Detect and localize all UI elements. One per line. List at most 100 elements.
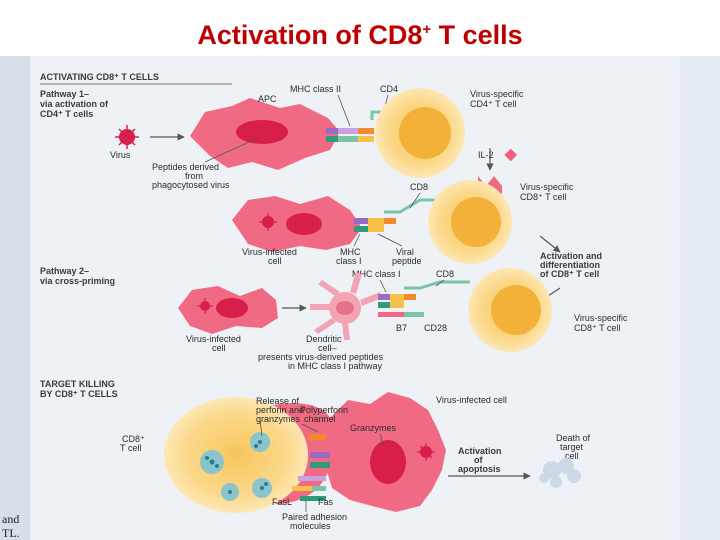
virus-specific-cd8-label-line2: CD8⁺ T cell [520,192,566,202]
cd8-top-label: CD8 [410,182,428,192]
slide-title-superscript: + [422,21,432,38]
pathway2-label-line2: via cross-priming [40,276,115,286]
virus-infected-1-label-line2: cell [268,256,282,266]
il2-label: IL-2 [478,150,494,160]
virus-infected-cell-3-label: Virus-infected cell [436,395,507,405]
killing-label-line2: BY CD8⁺ T CELLS [40,389,118,399]
mhc-class-i-label-line2: class I [336,256,362,266]
fas-label: Fas [318,497,334,507]
slide-title: Activation of CD8+ T cells [0,0,720,56]
virus-infected-cell-2-nucleus [216,298,248,318]
cross-priming-receptors [378,294,424,317]
death-label-line2: target [560,442,584,452]
viral-peptide-label-line2: peptide [392,256,422,266]
section-activating-header: ACTIVATING CD8⁺ T CELLS [40,72,159,82]
virus-specific-cd4-label-line1: Virus-specific [470,89,524,99]
viral-peptide-pointer [377,233,403,247]
death-label-line3: cell [565,451,579,461]
virus-inside-icon-2 [197,298,213,314]
dendritic-nucleus [336,301,354,315]
b7-label: B7 [396,323,407,333]
virus-specific-cd8b-label-line1: Virus-specific [574,313,628,323]
mhc-class-ii-label: MHC class II [290,84,341,94]
mhc-class-i-label-line1: MHC [340,247,361,257]
granzymes-label: Granzymes [350,423,397,433]
slide-title-main: Activation of CD8 [197,20,423,50]
polyperforin-pointer [301,423,319,433]
margin-text: and TL. [2,512,20,540]
virus-label: Virus [110,150,131,160]
viral-peptide-label-line1: Viral [396,247,414,257]
mhc-ii-receptor [326,128,374,142]
arrow-to-activation-top [539,235,561,253]
cd4-label: CD4 [380,84,398,94]
peptides-label-line2: from [185,171,203,181]
release-label-line3: granzymes [256,414,301,424]
cd8-t-cell-1-nucleus [451,197,501,247]
granule-vesicles [200,432,272,501]
release-label-line1: Release of [256,396,300,406]
activation-diff-label-line3: of CD8⁺ T cell [540,269,599,279]
virus-specific-cd4-label-line2: CD4⁺ T cell [470,99,516,109]
killing-synapse-molecules [292,434,330,501]
killing-label-line1: TARGET KILLING [40,379,115,389]
paired-label-line1: Paired adhesion [282,512,347,522]
virus-specific-cd8-label-line1: Virus-specific [520,182,574,192]
mhc-ii-pointer [337,94,351,127]
peptides-label-line1: Peptides derived [152,162,219,172]
pathway1-label-line1: Pathway 1– [40,89,89,99]
release-pointer [259,419,263,437]
dendritic-label-line3: presents virus-derived peptides [258,352,384,362]
dead-cell-fragments [539,458,581,488]
peptides-label-line3: phagocytosed virus [152,180,230,190]
virus-infected-1-label-line1: Virus-infected [242,247,297,257]
death-label-line1: Death of [556,433,591,443]
pathway2-label-line1: Pathway 2– [40,266,89,276]
pathway1-label-line2: via activation of [40,99,109,109]
left-margin-strip [0,56,30,540]
mhc-class-i-2-label: MHC class I [352,269,401,279]
cd8-t-cell-label-line2: T cell [120,443,141,453]
virus-infected-cell-1-nucleus [286,213,322,235]
mhc-i-pointer [353,233,361,247]
slide-title-end: T cells [431,20,523,50]
virus-infected-2-label-line2: cell [212,343,226,353]
target-virus-icon [417,443,435,461]
pathway1-label-line3: CD4⁺ T cells [40,109,93,119]
virus-inside-icon [259,213,277,231]
cd4-t-cell-nucleus [399,107,451,159]
dendritic-label-line1: Dendritic [306,334,342,344]
dendritic-label-line2: cell– [318,343,337,353]
activation-apop-label-line3: apoptosis [458,464,501,474]
release-label-line2: perforin and [256,405,304,415]
granzymes-pointer [379,433,385,447]
cd8-mid-label: CD8 [436,269,454,279]
fasl-label: FasL [272,497,292,507]
virus-infected-2-label-line1: Virus-infected [186,334,241,344]
margin-text-line2: TL. [2,526,20,540]
peptides-pointer [204,137,259,163]
cd28-label: CD28 [424,323,447,333]
activation-diff-label-line2: differentiation [540,260,600,270]
cd8-killer-t-cell [164,397,308,513]
activation-apop-label-line2: of [474,455,483,465]
cd8-top-pointer [409,192,421,209]
activation-diff-label-line1: Activation and [540,251,602,261]
activation-apop-label-line1: Activation [458,446,502,456]
paired-label-line2: molecules [290,521,331,531]
mhc-i-receptor [354,218,396,232]
cd8-activation-diagram: ACTIVATING CD8⁺ T CELLS Pathway 1– via a… [40,72,628,531]
il2-molecule [504,148,518,162]
virus-specific-cd8b-label-line2: CD8⁺ T cell [574,323,620,333]
apc-nucleus [236,120,288,144]
virus-icon [115,125,139,149]
cd8-t-cell-2-nucleus [491,285,541,335]
target-cell-nucleus [370,440,406,484]
margin-text-line1: and [2,512,20,526]
cd8-mid-pointer [435,279,445,287]
cd8-t-cell-label-line1: CD8⁺ [122,434,145,444]
right-margin-strip [680,56,720,540]
cd8-coreceptor-2 [404,280,470,290]
polyperforin-label-line1: Polyperforin [300,405,348,415]
dendritic-label-line4: in MHC class I pathway [288,361,383,371]
